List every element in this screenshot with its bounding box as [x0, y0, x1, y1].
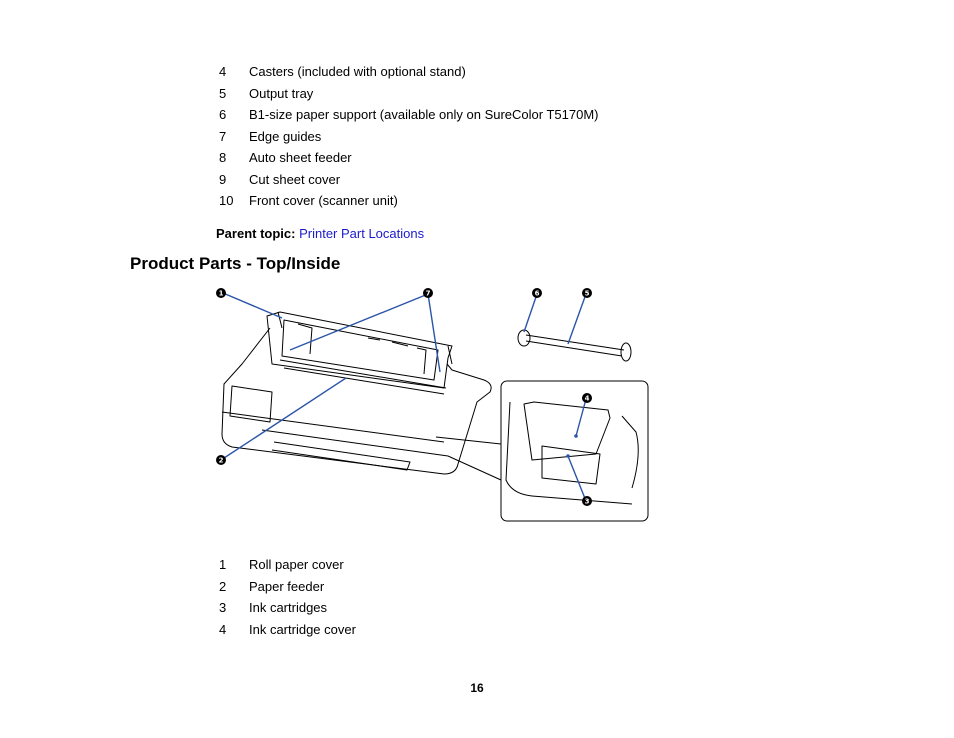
leader-6: [523, 293, 538, 333]
inset-cartridge-door: [523, 401, 611, 461]
leader-7b: [427, 293, 441, 373]
callout-marker: [216, 455, 226, 465]
rear-edge: [277, 311, 453, 365]
callout-marker: [216, 288, 226, 298]
callout-number: 5: [585, 290, 590, 298]
spindle-right-flange: [620, 342, 632, 362]
roll-cover: [266, 311, 453, 389]
inset-cartridge: [541, 445, 601, 485]
parent-topic-link[interactable]: Printer Part Locations: [299, 226, 425, 241]
page-number: 16: [470, 681, 484, 695]
item-text: Cut sheet cover: [249, 171, 341, 187]
leader-4: [575, 398, 587, 437]
item-number: 4: [219, 64, 227, 79]
leader-2: [220, 377, 347, 461]
item-number: 6: [219, 107, 227, 122]
printer-top-inside-figure: 1 7 6 5 4 2 3: [216, 288, 649, 522]
printer-front-face: [221, 411, 449, 457]
item-number: 2: [219, 578, 227, 594]
item-number: 9: [219, 171, 227, 187]
callout-number: 7: [426, 290, 431, 298]
item-number: 5: [219, 85, 227, 101]
item-text: Ink cartridges: [249, 600, 328, 615]
item-number: 8: [219, 150, 227, 165]
section-title: Product Parts - Top/Inside: [130, 254, 341, 273]
inner-frame: [281, 319, 439, 381]
spindle-left-flange: [517, 329, 531, 347]
spindle-rod: [525, 334, 625, 357]
callout-marker: [582, 288, 592, 298]
inset-panel-edge: [505, 401, 639, 505]
item-text: B1-size paper support (available only on…: [249, 107, 599, 122]
callout-number: 4: [585, 395, 590, 403]
printer-body: [221, 327, 492, 475]
item-number: 4: [219, 621, 227, 637]
item-text: Casters (included with optional stand): [249, 64, 466, 79]
leader-5: [567, 293, 587, 345]
callout-number: 3: [585, 498, 590, 506]
inset-pointer: [435, 436, 502, 481]
item-text: Ink cartridge cover: [249, 621, 356, 637]
feeder-slot: [279, 359, 447, 395]
item-number: 7: [219, 128, 227, 144]
parent-topic-label: Parent topic:: [216, 226, 296, 241]
inset-frame: [500, 380, 649, 522]
callout-marker: [423, 288, 433, 298]
callout-number: 1: [219, 290, 224, 298]
parent-topic: Parent topic: Printer Part Locations: [216, 226, 424, 241]
item-text: Paper feeder: [249, 578, 325, 594]
leader-1: [222, 292, 283, 319]
item-text: Edge guides: [249, 128, 322, 144]
callout-marker: [582, 393, 592, 403]
item-number: 10: [219, 193, 234, 208]
item-text: Output tray: [249, 85, 314, 101]
item-text: Auto sheet feeder: [249, 150, 352, 165]
item-number: 3: [219, 600, 227, 615]
paper-guides: [297, 323, 427, 375]
leader-3: [567, 455, 587, 502]
callout-marker: [582, 496, 592, 506]
item-number: 1: [219, 557, 227, 572]
callout-marker: [532, 288, 542, 298]
callout-number: 2: [219, 457, 224, 465]
control-panel: [229, 385, 273, 423]
leader-7a: [289, 293, 429, 351]
item-text: Front cover (scanner unit): [249, 193, 398, 208]
item-text: Roll paper cover: [249, 557, 344, 572]
output-tray-lip: [271, 441, 411, 471]
callout-number: 6: [535, 290, 540, 298]
